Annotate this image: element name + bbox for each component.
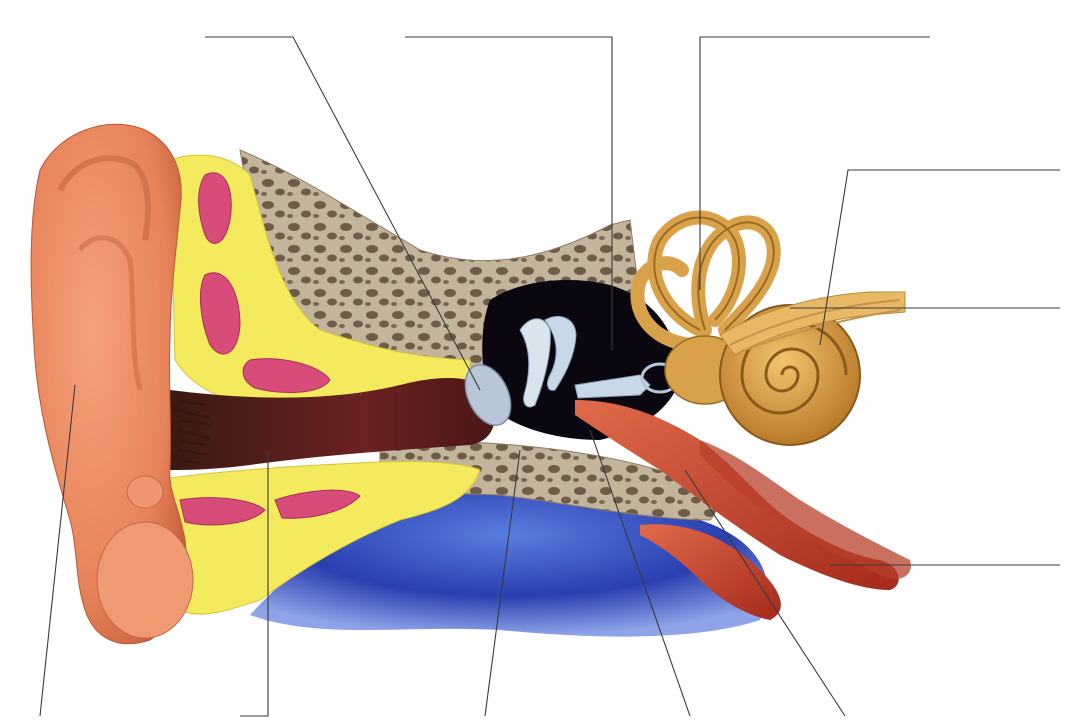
tragus <box>127 476 163 508</box>
earlobe <box>97 522 193 638</box>
